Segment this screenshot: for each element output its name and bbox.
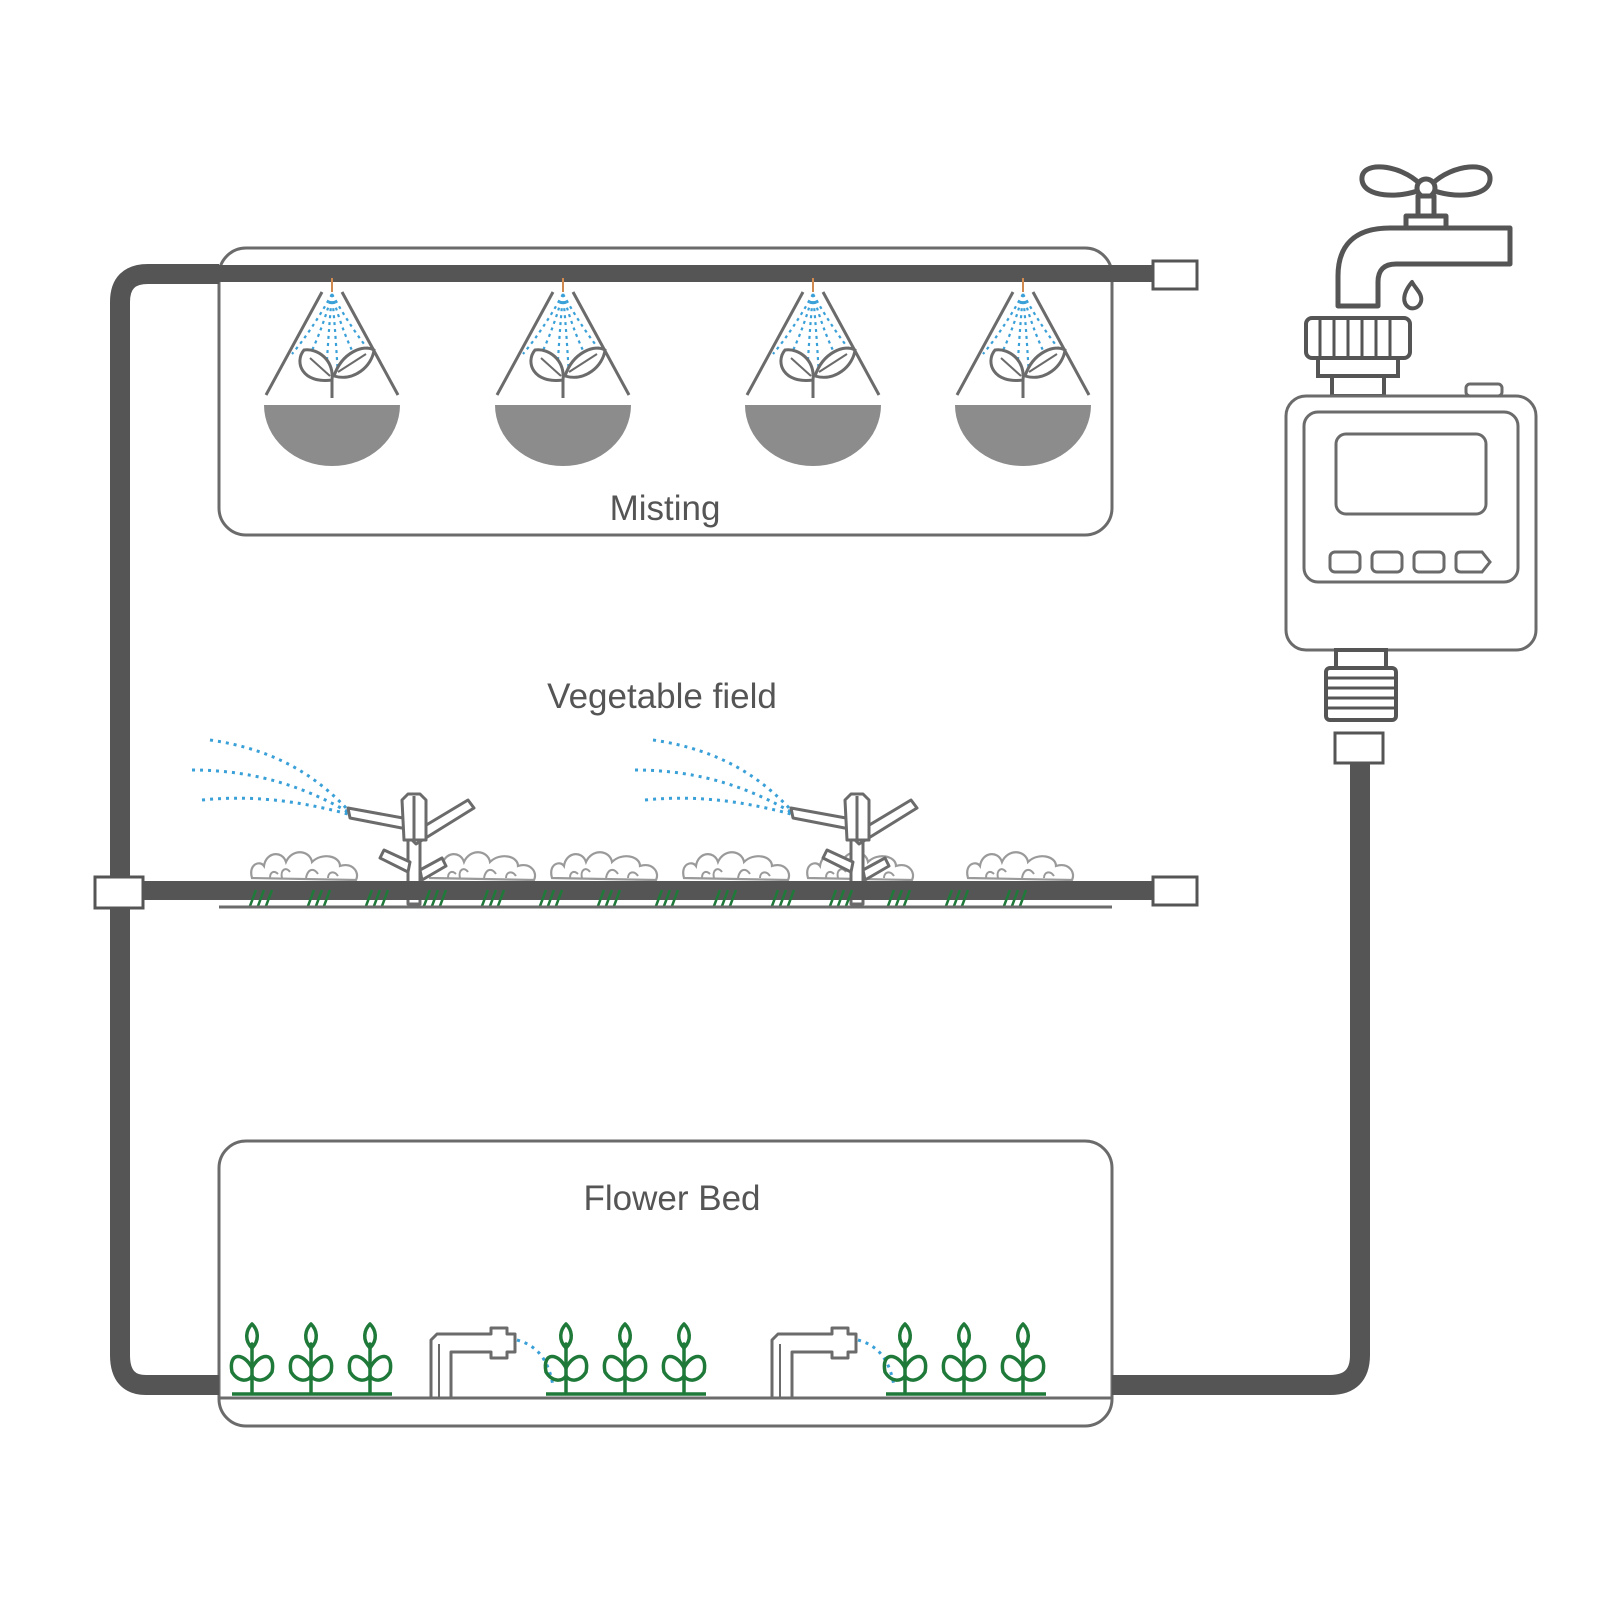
misting-pipe xyxy=(219,265,1153,282)
timer-button-top xyxy=(1464,382,1504,398)
soil-hatching xyxy=(248,889,1028,907)
vegetable-zone-label: Vegetable field xyxy=(547,677,777,716)
water-timer-icon xyxy=(1284,316,1538,722)
tee-connector xyxy=(93,875,145,910)
timer-lcd-screen xyxy=(1334,432,1488,516)
supply-pipe-connector xyxy=(1333,731,1385,765)
timer-outlet-thread xyxy=(1324,648,1398,722)
lettuce-icon xyxy=(966,851,1075,882)
faucet-icon xyxy=(1335,164,1513,311)
flower-zone-label: Flower Bed xyxy=(583,1179,760,1218)
lettuce-icon xyxy=(682,851,791,882)
vegetable-pipe-end-cap xyxy=(1151,875,1199,907)
misting-zone-label: Misting xyxy=(610,489,721,528)
vegetable-pipe xyxy=(110,881,1153,900)
misting-zone: Misting xyxy=(217,246,1199,537)
lettuce-icon xyxy=(550,851,659,882)
timer-key xyxy=(1370,550,1404,574)
vegetable-zone: Vegetable field xyxy=(110,677,1199,909)
misting-pipe-end-cap xyxy=(1151,259,1199,291)
timer-keypad xyxy=(1328,550,1492,574)
timer-nut xyxy=(1304,316,1412,398)
timer-key xyxy=(1454,550,1492,574)
timer-key xyxy=(1412,550,1446,574)
flower-zone: Flower Bed xyxy=(217,1139,1114,1428)
main-supply-pipe xyxy=(110,264,1370,1395)
lettuce-icon xyxy=(250,851,359,882)
timer-key xyxy=(1328,550,1362,574)
misting-zone-frame xyxy=(217,246,1114,537)
